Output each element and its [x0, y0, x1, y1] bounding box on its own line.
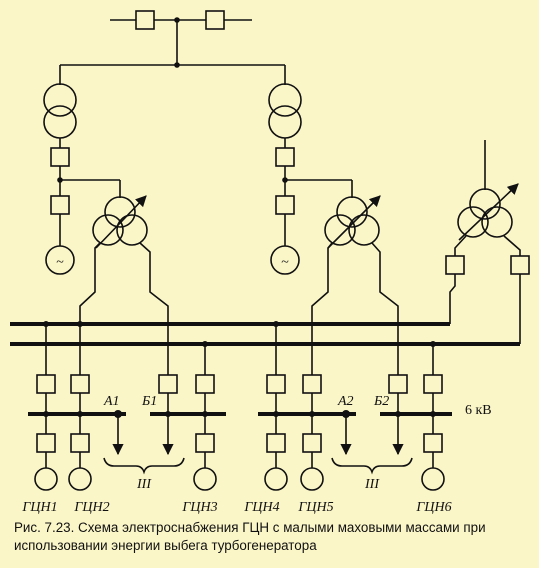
standby-transformer — [445, 140, 530, 344]
top-bus-assembly — [59, 10, 286, 85]
generator-1 — [45, 245, 75, 275]
label-pump-6: ГЦН6 — [415, 500, 451, 515]
block-transformer-2 — [268, 83, 302, 117]
caption-line-1: Рис. 7.23. Схема электроснабжения ГЦН с … — [14, 520, 486, 535]
caption-line-2: использовании энергии выбега турбогенера… — [14, 538, 317, 553]
label-a2: А2 — [337, 394, 354, 409]
aux-transformer-2 — [311, 195, 399, 375]
generator-symbol: ~ — [56, 255, 64, 270]
label-pump-3: ГЦН3 — [181, 500, 217, 515]
label-pump-1: ГЦН1 — [21, 500, 57, 515]
label-group-left: III — [136, 477, 152, 492]
block-transformer-1 — [43, 83, 77, 117]
label-b1: Б1 — [141, 394, 157, 409]
label-voltage: 6 кВ — [465, 403, 492, 418]
load-arrows — [103, 414, 413, 475]
right-generator-unit: ~ — [268, 83, 353, 275]
left-generator-unit: ~ — [43, 83, 121, 275]
figure-caption: Рис. 7.23. Схема электроснабжения ГЦН с … — [14, 519, 529, 555]
label-pump-2: ГЦН2 — [73, 500, 109, 515]
label-group-right: III — [364, 477, 380, 492]
feeders — [36, 324, 443, 414]
section-buses — [28, 410, 452, 418]
pump-motors — [34, 414, 445, 491]
aux-transformer-1 — [79, 195, 169, 375]
main-buses — [10, 321, 520, 347]
label-pump-4: ГЦН4 — [243, 500, 279, 515]
generator-2 — [270, 245, 300, 275]
label-pump-5: ГЦН5 — [297, 500, 333, 515]
label-a1: А1 — [103, 394, 120, 409]
generator-symbol: ~ — [281, 255, 289, 270]
label-b2: Б2 — [373, 394, 389, 409]
